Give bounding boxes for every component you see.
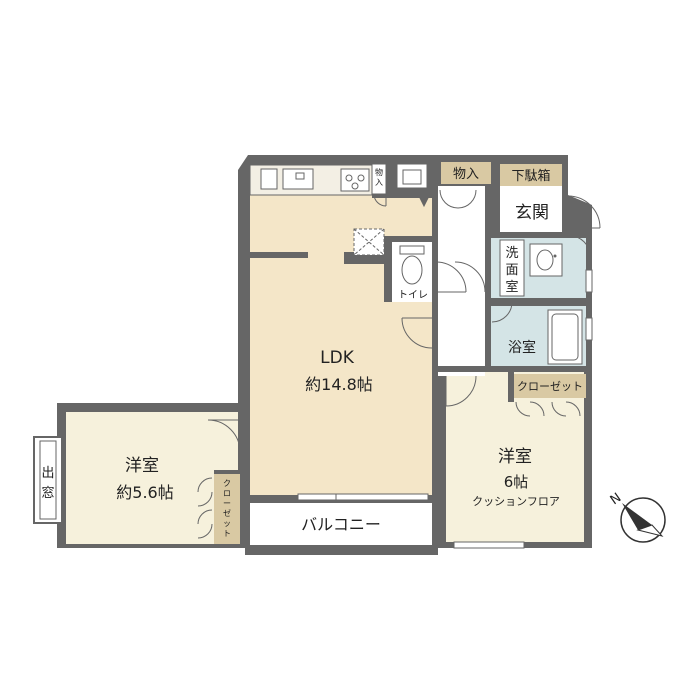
bay-window-label: 出 xyxy=(41,466,54,481)
washbasin-icon xyxy=(529,243,563,277)
kitchen xyxy=(260,163,429,256)
stove-icon xyxy=(340,168,370,192)
label-boxes: 物入 下駄箱 クローゼット ク ロ ー ゼ ッ ト xyxy=(214,162,586,544)
windows xyxy=(297,269,593,549)
western2-floor: クッションフロア xyxy=(472,495,560,508)
toilet-label: トイレ xyxy=(398,290,428,301)
entrance-label: 玄関 xyxy=(515,203,549,223)
closet-left-label: ゼ xyxy=(223,508,231,518)
closet-right-label: クローゼット xyxy=(517,380,583,393)
western2-floor xyxy=(446,372,584,542)
closet-left-label: ト xyxy=(223,529,231,538)
balcony-label: バルコニー xyxy=(301,515,381,534)
ldk-name: LDK xyxy=(320,348,355,368)
bathtub-icon xyxy=(547,309,583,365)
closet-left-label: ー xyxy=(223,499,231,508)
toilet xyxy=(399,245,467,293)
washroom: 洗 面 室 xyxy=(499,239,563,297)
compass-icon: N xyxy=(608,490,666,543)
storage-small-label: 物 xyxy=(375,167,383,177)
toilet-bowl-icon xyxy=(401,255,423,285)
bath: 浴室 xyxy=(508,309,583,365)
washroom-label: 面 xyxy=(505,263,518,278)
compass-north-label: N xyxy=(608,490,625,508)
western2-size: 6帖 xyxy=(504,473,529,491)
closet-left-label: ロ xyxy=(223,489,231,498)
bath-label: 浴室 xyxy=(508,339,536,356)
balcony-floor xyxy=(250,503,432,545)
washroom-label: 室 xyxy=(505,279,518,295)
bay-window-label: 窓 xyxy=(41,485,54,501)
storage-top-label: 物入 xyxy=(453,167,479,182)
storage-small-label: 入 xyxy=(375,178,383,187)
western1-name: 洋室 xyxy=(125,456,159,476)
shoe-box-label: 下駄箱 xyxy=(511,168,550,184)
western1-size: 約5.6帖 xyxy=(116,483,173,502)
entrance-floor xyxy=(500,186,562,232)
western2-name: 洋室 xyxy=(498,447,532,467)
closet-doors xyxy=(197,401,581,539)
counter-box-icon xyxy=(260,168,278,190)
door-swings xyxy=(207,189,601,453)
ldk-size: 約14.8帖 xyxy=(305,375,373,394)
closet-left-label: ッ xyxy=(223,519,231,528)
washroom-label: 洗 xyxy=(505,246,518,261)
hallway-floor xyxy=(437,186,485,376)
kitchen-storage: 物 入 xyxy=(371,163,387,207)
toilet-tank-icon xyxy=(399,245,425,255)
closet-left-label: ク xyxy=(223,479,231,488)
